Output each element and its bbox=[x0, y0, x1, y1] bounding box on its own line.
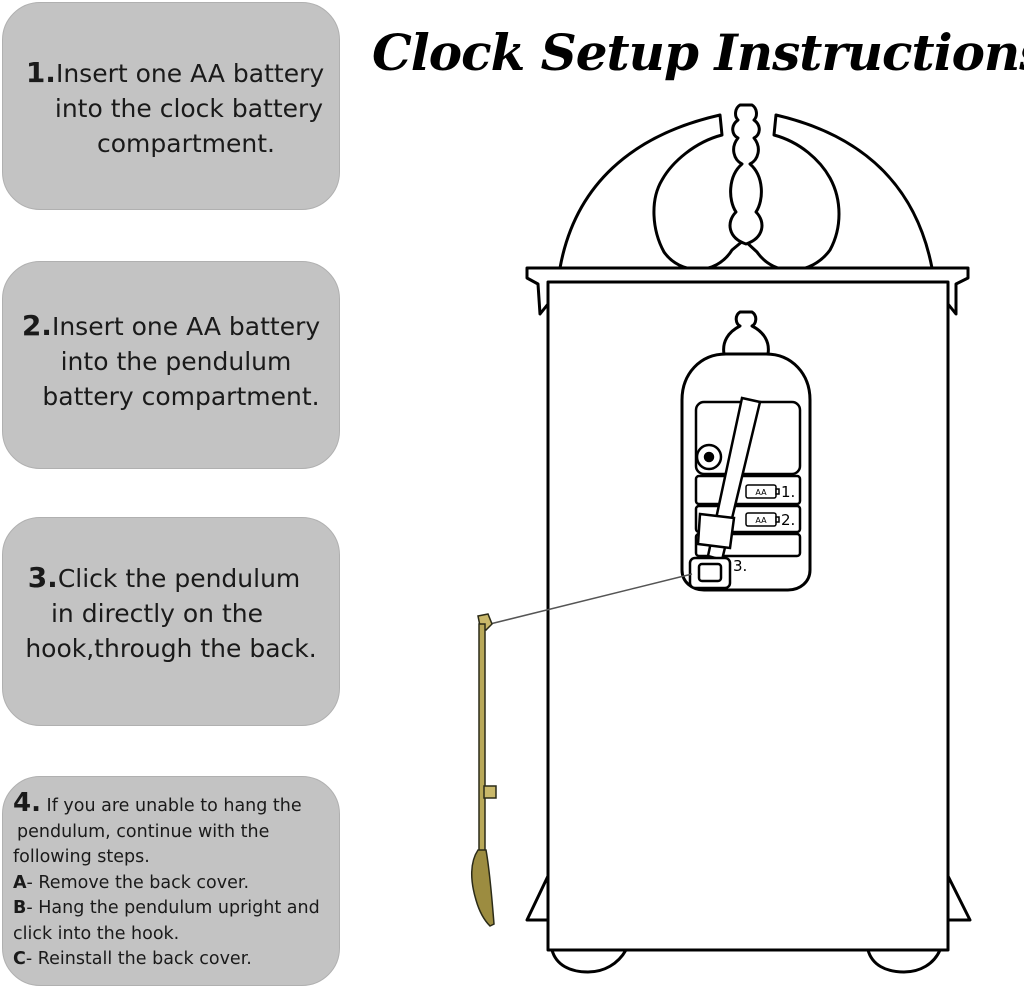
pendulum-bob bbox=[471, 849, 495, 927]
step-4-intro-1: If you are unable to hang the bbox=[46, 796, 302, 816]
callout-3: 3. bbox=[733, 557, 747, 575]
step-4-intro-3: following steps. bbox=[13, 847, 150, 867]
substep-c-text: - Reinstall the back cover. bbox=[25, 949, 252, 969]
substep-a-text: - Remove the back cover. bbox=[26, 872, 250, 893]
right-foot-bracket bbox=[946, 874, 972, 922]
step-1-line-3: compartment. bbox=[97, 129, 275, 158]
clock-finial bbox=[728, 103, 764, 246]
step-4-card: 4. If you are unable to hang the pendulu… bbox=[2, 776, 340, 986]
step-4-text: 4. If you are unable to hang the pendulu… bbox=[13, 788, 339, 973]
pendulum-rod bbox=[478, 623, 486, 865]
step-3-line-2: in directly on the bbox=[50, 599, 263, 628]
left-foot-bracket bbox=[525, 874, 550, 922]
battery-icon-2-terminal bbox=[775, 516, 780, 523]
step-2-number: 2. bbox=[21, 309, 52, 342]
step-2-card: 2.Insert one AA battery into the pendulu… bbox=[2, 261, 340, 469]
callout-2: 2. bbox=[781, 511, 795, 529]
step-1-line-2: into the clock battery bbox=[54, 94, 324, 123]
step-3-number: 3. bbox=[27, 561, 58, 594]
step-2-line-2: into the pendulum bbox=[60, 347, 292, 376]
step-1-number: 1. bbox=[25, 56, 56, 89]
battery-label-2: AA bbox=[755, 516, 767, 525]
left-bun-foot bbox=[550, 948, 628, 974]
pendulum-leader-line bbox=[489, 573, 693, 625]
page-title: Clock Setup Instructions bbox=[372, 23, 1024, 82]
step-2-text: 2.Insert one AA battery into the pendulu… bbox=[3, 308, 339, 414]
callout-1: 1. bbox=[781, 483, 795, 501]
step-3-line-3: hook,through the back. bbox=[25, 634, 317, 663]
step-2-line-1: Insert one AA battery bbox=[51, 312, 321, 341]
substep-b-text-2: click into the hook. bbox=[13, 923, 180, 944]
step-1-line-1: Insert one AA battery bbox=[55, 59, 325, 88]
step-2-line-3: battery compartment. bbox=[42, 382, 320, 411]
substep-c-letter: C bbox=[13, 949, 26, 969]
pendulum-hook-plate bbox=[696, 512, 736, 550]
step-4-number: 4. bbox=[13, 788, 41, 818]
battery-icon-1-terminal bbox=[775, 488, 780, 495]
step-4-intro-2: pendulum, continue with the bbox=[17, 821, 270, 842]
step-3-text: 3.Click the pendulum in directly on the … bbox=[3, 560, 339, 666]
step-3-line-1: Click the pendulum bbox=[57, 564, 301, 593]
pendulum-hook-clip-inner bbox=[697, 562, 723, 583]
right-bun-foot bbox=[866, 948, 942, 974]
substep-a-letter: A bbox=[13, 872, 27, 893]
step-3-card: 3.Click the pendulum in directly on the … bbox=[2, 517, 340, 726]
pendulum bbox=[471, 613, 497, 927]
step-1-text: 1.Insert one AA battery into the clock b… bbox=[3, 55, 339, 161]
substep-b-text-1: - Hang the pendulum upright and bbox=[26, 898, 320, 918]
clock-bonnet bbox=[558, 113, 934, 272]
step-1-card: 1.Insert one AA battery into the clock b… bbox=[2, 2, 340, 210]
substep-b-letter: B bbox=[13, 898, 27, 918]
battery-label-1: AA bbox=[755, 488, 767, 497]
pendulum-adjuster bbox=[483, 785, 497, 799]
winding-knob-center bbox=[703, 451, 715, 463]
